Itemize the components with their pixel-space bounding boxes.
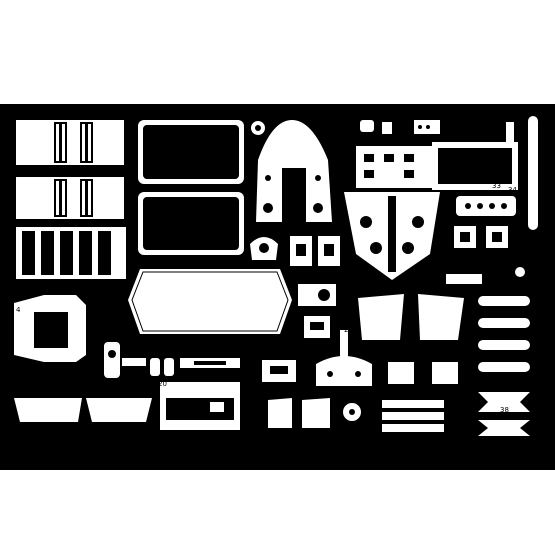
part-label-40: 40 — [458, 394, 467, 402]
part-label-36: 36 — [504, 272, 513, 280]
part-28-pair — [358, 294, 464, 340]
part-26-shield — [344, 192, 440, 280]
part-22-23-mounts — [268, 398, 330, 428]
sheet-title: 48 148 KI-61 I HIEN — [539, 344, 549, 442]
part-label-18: 18 — [280, 354, 289, 362]
part-number-labels: 1 2 3 4 5 6 7 8 9 10 11 12 13 14 15 16 1… — [10, 108, 551, 440]
part-37-38-belts — [478, 296, 530, 436]
part-1-panel — [16, 120, 124, 165]
part-label-9: 9 — [122, 290, 126, 298]
part-label-29: 29 — [340, 144, 349, 152]
part-7-8-bracket — [104, 342, 146, 378]
part-label-32: 32 — [432, 112, 441, 120]
part-17-box — [304, 316, 330, 338]
part-29-frame — [356, 146, 432, 188]
part-label-14: 14 — [298, 270, 307, 278]
part-label-2: 2 — [10, 212, 14, 220]
part-label-38: 38 — [500, 406, 509, 414]
part-label-37: 37 — [516, 286, 525, 294]
part-36-ring — [515, 267, 525, 277]
part-14-15-plates — [290, 236, 340, 266]
part-label-20: 20 — [158, 380, 167, 388]
part-label-33: 33 — [492, 182, 501, 190]
part-11-ring — [251, 121, 265, 135]
part-label-28: 28 — [368, 286, 377, 294]
part-label-12: 12 — [314, 114, 323, 122]
part-30-31-32-small — [360, 120, 440, 134]
part-24-gear — [343, 403, 361, 421]
part-39-mounts — [388, 362, 458, 384]
part-label-31: 31 — [394, 130, 403, 138]
part-34-strip — [456, 196, 516, 216]
part-4-box — [14, 295, 86, 362]
part-label-16: 16 — [340, 284, 349, 292]
part-label-15: 15 — [342, 264, 351, 272]
part-label-11: 11 — [254, 136, 263, 144]
part-label-10: 10 — [132, 184, 141, 192]
part-21-panel — [160, 382, 240, 430]
part-label-21: 21 — [206, 432, 215, 440]
part-label-43: 43 — [516, 130, 525, 138]
part-19-strip — [180, 358, 240, 368]
part-label-35: 35 — [478, 252, 487, 260]
part-label-30: 30 — [346, 116, 355, 124]
part-10-grille — [138, 120, 244, 255]
part-label-6: 6 — [90, 390, 95, 398]
part-label-4: 4 — [16, 306, 21, 314]
part-20-loops — [150, 358, 174, 376]
part-label-17: 17 — [332, 316, 341, 324]
part-label-7: 7 — [106, 334, 110, 342]
part-label-27: 27 — [462, 264, 471, 272]
part-label-34: 34 — [508, 186, 517, 194]
part-2-panel — [16, 177, 124, 219]
part-27-strip — [446, 274, 482, 284]
part-label-41: 41 — [446, 426, 455, 434]
part-label-5: 5 — [10, 420, 14, 428]
part-40-41-rails — [382, 400, 444, 432]
part-label-13: 13 — [248, 260, 257, 268]
part-13-clamp — [250, 237, 278, 260]
part-42-rod — [528, 116, 538, 230]
part-label-25: 25 — [344, 326, 353, 334]
part-label-8: 8 — [124, 368, 128, 376]
part-label-22: 22 — [276, 432, 285, 440]
part-label-39: 39 — [420, 360, 429, 368]
part-label-1: 1 — [10, 156, 14, 164]
part-9-firewall — [128, 269, 292, 334]
part-label-3: 3 — [10, 270, 14, 278]
part-16-plate — [298, 284, 336, 306]
part-5-6-pair — [14, 398, 152, 422]
part-label-42: 42 — [542, 108, 551, 116]
part-25-bracket — [316, 330, 372, 386]
part-3-louvres — [16, 227, 126, 279]
part-35-boxes — [454, 226, 508, 248]
part-label-26: 26 — [440, 256, 449, 264]
part-33-grid — [432, 142, 518, 190]
copyright-text: (c) EDUARD 1995 — [40, 429, 110, 438]
part-43-hook — [506, 122, 514, 144]
part-12-shield — [256, 120, 332, 222]
part-label-23: 23 — [332, 398, 341, 406]
part-18-bracket — [262, 360, 296, 382]
part-label-24: 24 — [350, 430, 359, 438]
part-label-19: 19 — [244, 354, 253, 362]
